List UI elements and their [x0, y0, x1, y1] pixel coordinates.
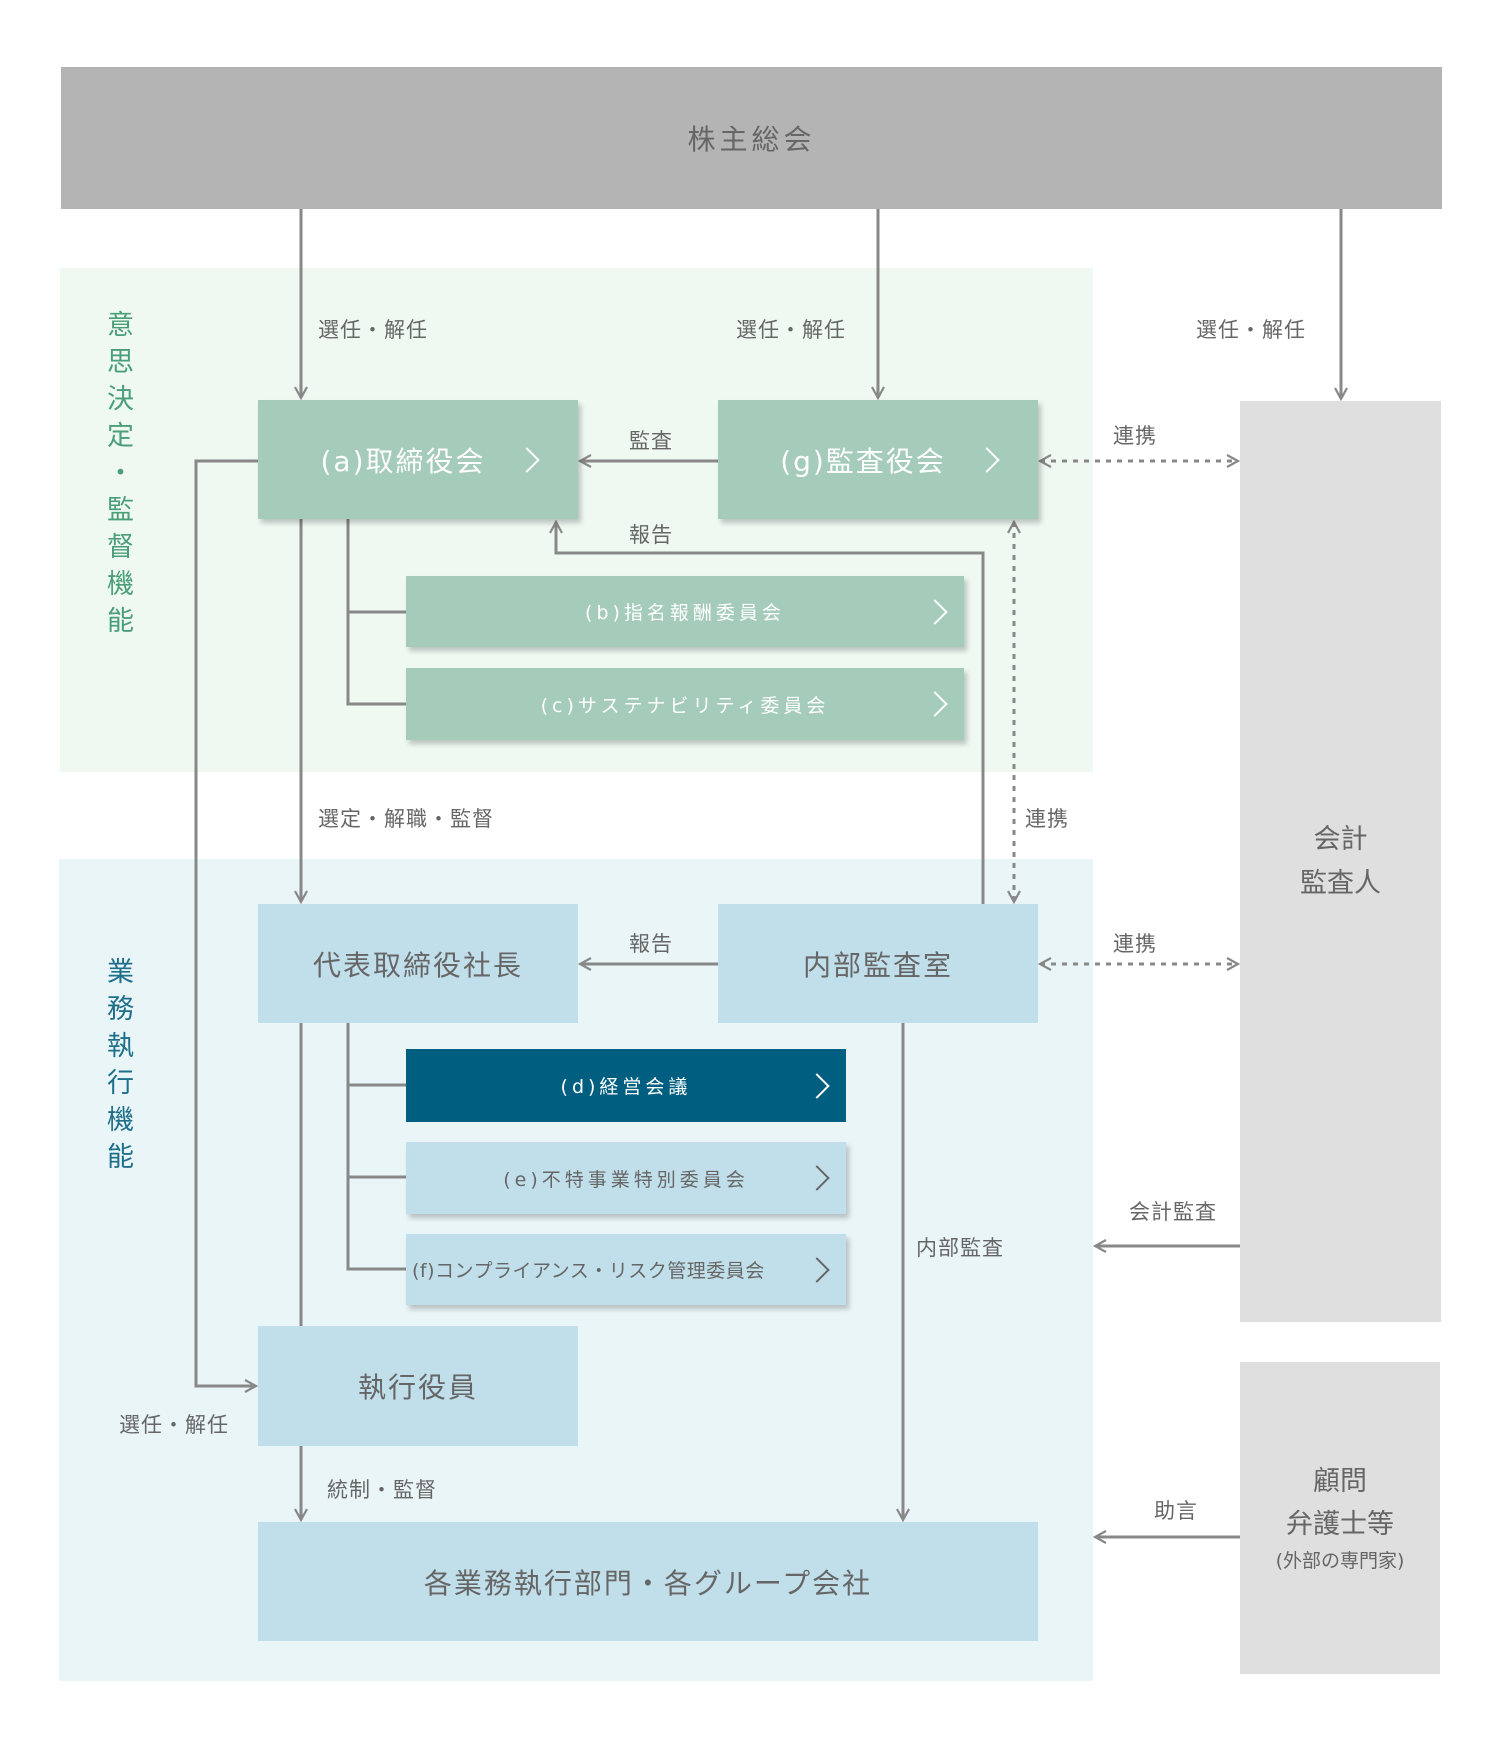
chevron-right-icon: [804, 1256, 830, 1283]
special-committee-box[interactable]: (e)不特事業特別委員会: [406, 1142, 846, 1214]
edge-label-control-supervise: 統制・監督: [327, 1478, 437, 1502]
internal-audit-office-label: 内部監査室: [802, 948, 953, 982]
edge-report-top: [556, 522, 985, 904]
advisor-label-3: (外部の専門家): [1275, 1549, 1405, 1572]
accounting-auditor-label-2: 監査人: [1300, 867, 1381, 899]
edge-president-committees: [346, 1023, 406, 1271]
nomination-committee-box[interactable]: (b)指名報酬委員会: [406, 576, 964, 647]
edge-board-committees: [346, 519, 406, 706]
audit-board-box[interactable]: (g)監査役会: [718, 400, 1038, 519]
sustainability-committee-box[interactable]: (c)サステナビリティ委員会: [406, 668, 964, 740]
edge-label-cooperate-low: 連携: [1113, 932, 1157, 956]
decision-supervision-label: 意思決定・監督機能: [102, 310, 133, 643]
accounting-auditor-box: 会計 監査人: [1240, 401, 1441, 1322]
board-of-directors-box[interactable]: (a)取締役会: [258, 400, 578, 519]
management-meeting-box[interactable]: (d)経営会議: [406, 1049, 846, 1122]
nomination-committee-label: (b)指名報酬委員会: [585, 602, 785, 624]
chevron-right-icon: [974, 446, 1000, 473]
president-box: 代表取締役社長: [258, 904, 578, 1023]
sustainability-committee-label: (c)サステナビリティ委員会: [540, 694, 830, 717]
business-execution-label: 業務執行機能: [102, 957, 133, 1179]
president-label: 代表取締役社長: [312, 948, 523, 982]
edge-label-report-mid: 報告: [629, 932, 673, 956]
edge-label-report-top: 報告: [629, 523, 673, 547]
edge-label-appoint-auditor: 選任・解任: [1196, 318, 1306, 342]
internal-audit-office-box: 内部監査室: [718, 904, 1038, 1023]
special-committee-label: (e)不特事業特別委員会: [503, 1168, 749, 1191]
compliance-committee-label: (f)コンプライアンス・リスク管理委員会: [412, 1260, 765, 1282]
chevron-right-icon: [804, 1072, 830, 1099]
edge-label-cooperate-top: 連携: [1113, 424, 1157, 448]
advisor-box: 顧問 弁護士等 (外部の専門家): [1240, 1362, 1440, 1674]
advisor-label-2: 弁護士等: [1285, 1508, 1394, 1540]
management-meeting-label: (d)経営会議: [560, 1076, 692, 1098]
executive-officers-box: 執行役員: [258, 1326, 578, 1446]
audit-board-label: (g)監査役会: [780, 444, 946, 478]
departments-box: 各業務執行部門・各グループ会社: [258, 1522, 1038, 1641]
shareholders-meeting-box: 株主総会: [61, 67, 1442, 209]
accounting-auditor-label-1: 会計: [1313, 824, 1368, 856]
edge-label-appoint-exec: 選任・解任: [119, 1413, 229, 1437]
edge-label-audit: 監査: [629, 429, 673, 453]
departments-label: 各業務執行部門・各グループ会社: [423, 1566, 873, 1600]
chevron-right-icon: [514, 446, 540, 473]
edge-appoint-exec: [194, 459, 258, 1386]
chevron-right-icon: [922, 598, 948, 625]
executive-officers-label: 執行役員: [357, 1371, 478, 1404]
edge-label-appoint-board: 選任・解任: [318, 318, 428, 342]
shareholders-meeting-label: 株主総会: [687, 123, 816, 156]
advisor-label-1: 顧問: [1312, 1465, 1367, 1497]
chevron-right-icon: [804, 1165, 830, 1191]
board-of-directors-label: (a)取締役会: [320, 444, 486, 478]
edge-label-appoint-audit: 選任・解任: [736, 318, 846, 342]
edge-label-accounting-audit: 会計監査: [1129, 1200, 1217, 1224]
edge-label-internal-audit: 内部監査: [916, 1236, 1004, 1260]
compliance-committee-box[interactable]: (f)コンプライアンス・リスク管理委員会: [406, 1234, 846, 1305]
edge-label-advice: 助言: [1154, 1499, 1198, 1523]
edge-label-select-supervise: 選定・解職・監督: [318, 807, 494, 831]
chevron-right-icon: [922, 691, 948, 717]
edge-label-cooperate-mid: 連携: [1025, 807, 1069, 831]
